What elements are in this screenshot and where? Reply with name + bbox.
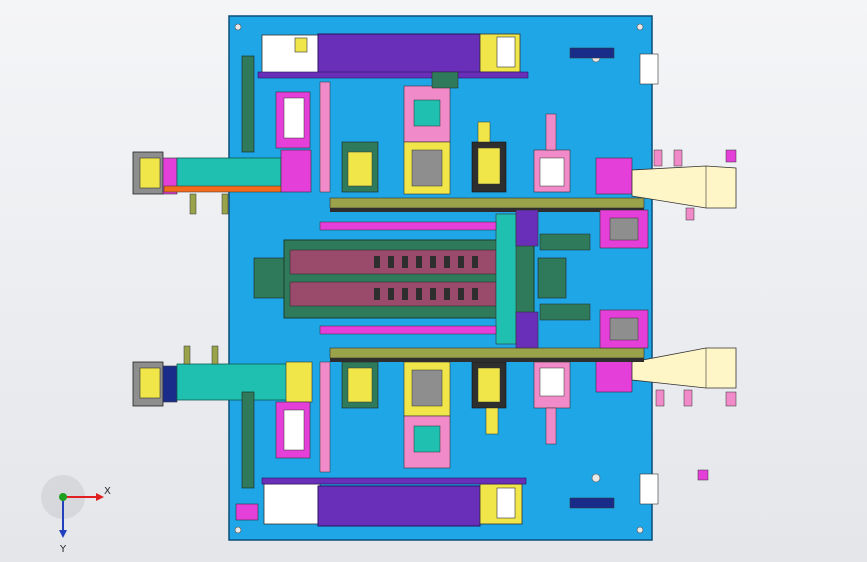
y-axis-label: Y (59, 544, 67, 555)
left-upper-arm (132, 149, 312, 215)
bottom-cylinder-assembly (235, 477, 527, 527)
transfer-rails (329, 197, 649, 362)
right-side-fittings (539, 47, 659, 509)
upper-station-row (341, 71, 571, 195)
lower-station-row (341, 361, 571, 469)
left-lower-arm (132, 345, 313, 407)
x-axis-label: X (104, 486, 111, 497)
coordinate-triad: X Y (41, 475, 111, 555)
top-cylinder-assembly (257, 33, 529, 79)
left-side-blocks (241, 55, 331, 489)
central-module (283, 209, 567, 349)
right-upper-arm (595, 149, 737, 221)
